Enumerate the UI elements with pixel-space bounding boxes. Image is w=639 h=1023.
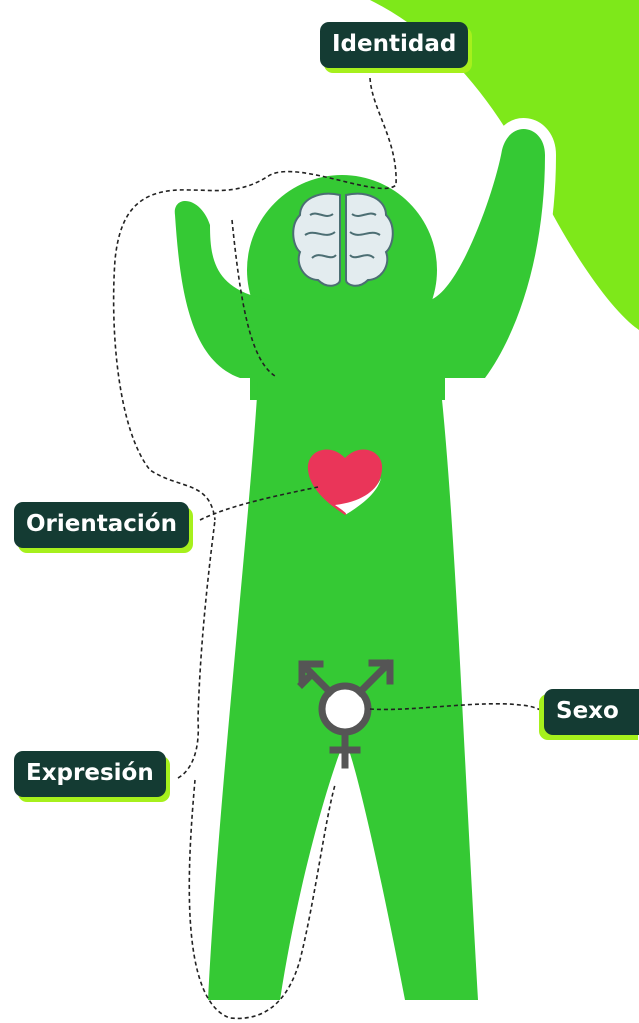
brain-icon [292,192,394,287]
connector-orientacion [199,486,319,521]
label-identidad: Identidad [320,22,469,68]
connector-sexo [369,702,545,713]
connector-expresion [177,519,216,779]
connector-lines [112,77,545,1020]
figure-arms-torso [174,129,545,378]
transgender-symbol-icon [297,659,394,769]
background-blob [370,0,639,330]
label-orientacion: Orientación [14,502,189,548]
label-expresion: Expresión [14,751,166,797]
heart-icon [307,449,383,515]
label-sexo: Sexo [544,689,639,735]
